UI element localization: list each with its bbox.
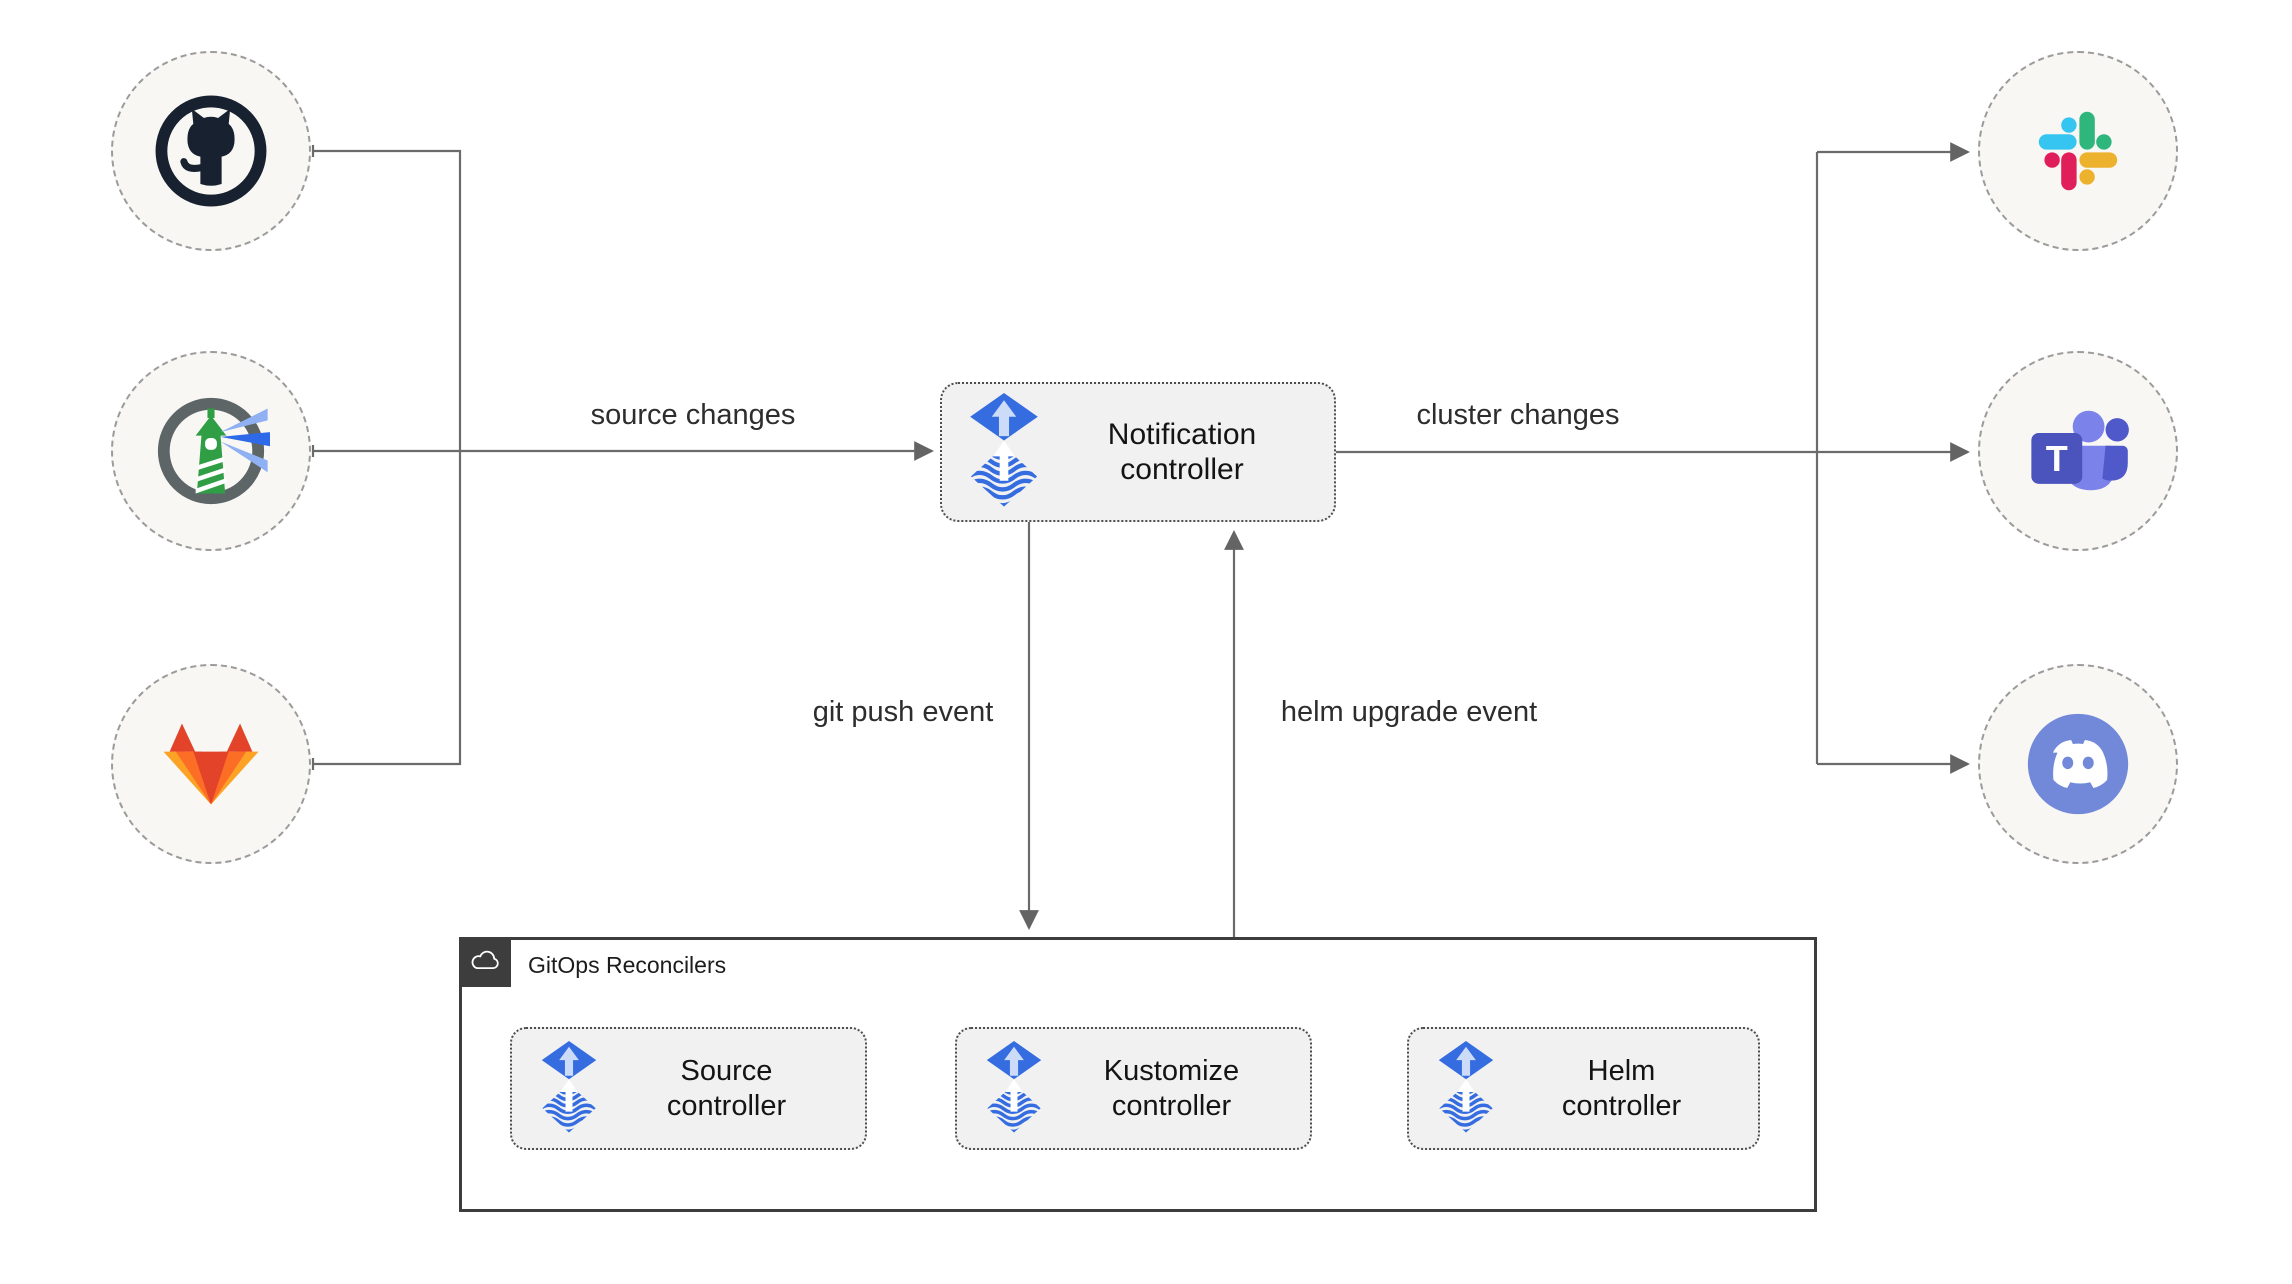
flux-icon [1437,1041,1495,1136]
slack-icon [2029,102,2127,200]
gitops-reconcilers-group: GitOps Reconcilers Source controller Kus… [459,937,1817,1212]
notification-controller-node: Notification controller [940,382,1336,522]
harbor-icon [152,392,270,510]
kustomize-controller-label: Kustomize controller [1103,1055,1240,1122]
discord-icon [2021,707,2135,821]
notification-controller-label: Notification controller [1107,417,1257,486]
source-node-github [111,51,311,251]
helm-controller-node: Helm controller [1407,1027,1760,1150]
flux-icon [985,1041,1043,1136]
edge-label-git-push-event: git push event [812,696,994,728]
edge-label-cluster-changes: cluster changes [1416,399,1620,431]
flux-icon [540,1041,598,1136]
kustomize-controller-node: Kustomize controller [955,1027,1312,1150]
flux-icon [968,393,1040,511]
gitlab-icon [158,720,264,808]
edge-label-source-changes: source changes [590,399,796,431]
cloud-icon [468,945,502,979]
gitops-reconcilers-title: GitOps Reconcilers [528,952,727,978]
edge-sources-trunk [313,149,462,766]
edge-label-helm-upgrade-event: helm upgrade event [1280,696,1538,728]
group-badge [459,937,511,987]
helm-controller-label: Helm controller [1561,1055,1682,1122]
target-node-discord [1978,664,2178,864]
source-node-harbor [111,351,311,551]
source-controller-label: Source controller [666,1055,787,1122]
source-controller-node: Source controller [510,1027,867,1150]
target-node-teams: T [1978,351,2178,551]
teams-letter: T [2046,438,2068,479]
teams-icon: T [2031,410,2129,491]
github-icon [152,92,270,210]
source-node-gitlab [111,664,311,864]
target-node-slack [1978,51,2178,251]
